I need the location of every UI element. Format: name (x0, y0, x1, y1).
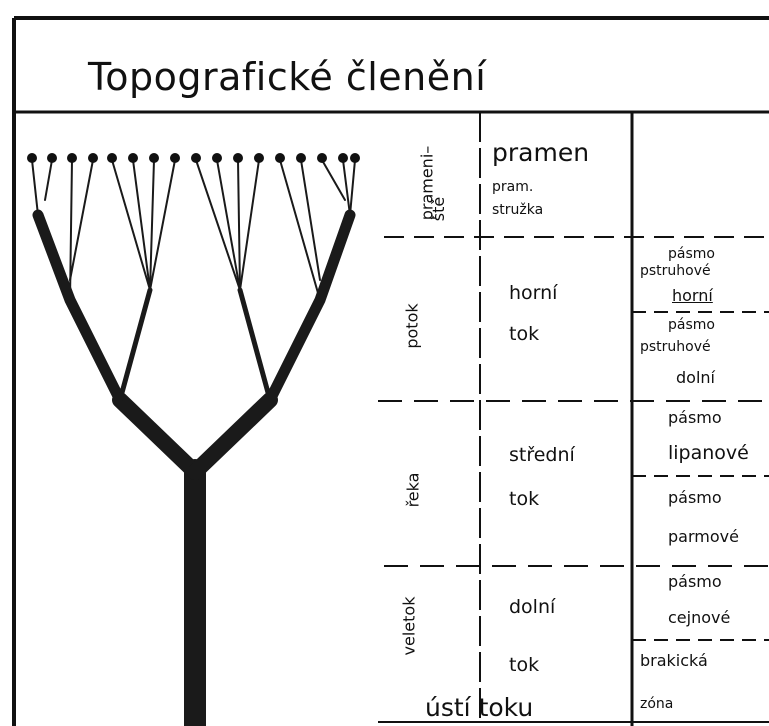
zone-pstruh-horni-1: pásmo (668, 247, 715, 261)
zone-pstruh-dolni-1: pásmo (668, 318, 715, 332)
river-tree (32, 160, 355, 726)
river-left-inner (120, 290, 150, 400)
zone-pstruh-horni-2: pstruhové (640, 264, 711, 278)
label-dolni: dolní (509, 598, 555, 617)
label-stredni: střední (509, 446, 575, 465)
zone-brakicka-2: zóna (640, 697, 673, 711)
zone-cejn-2: cejnové (668, 610, 730, 626)
zone-pstruh-dolni-2: pstruhové (640, 340, 711, 354)
label-stredni-tok: tok (509, 490, 539, 509)
label-pramen: pramen (492, 140, 589, 165)
river-branch-left (120, 400, 195, 472)
region-label-prameniste-b: ště (431, 197, 447, 221)
zone-lipan-1: pásmo (668, 410, 722, 426)
spring-dots (27, 153, 360, 163)
zone-pstruh-dolni-3: dolní (676, 370, 715, 386)
zone-lipan-2: lipanové (668, 444, 749, 463)
zone-cejn-1: pásmo (668, 574, 722, 590)
label-horni: horní (509, 284, 557, 303)
label-struzka: stružka (492, 203, 543, 217)
region-label-potok: potok (405, 303, 421, 348)
zone-brakicka-1: brakická (640, 653, 708, 669)
zone-parmove-2: parmové (668, 529, 739, 545)
label-usti-toku: ústí toku (425, 695, 533, 720)
region-label-veletok: veletok (401, 597, 417, 656)
label-dolni-tok: tok (509, 656, 539, 675)
river-left-outer (38, 215, 120, 400)
river-right-outer (270, 215, 350, 400)
label-horni-tok: tok (509, 325, 539, 344)
river-branch-right (195, 400, 270, 472)
zone-pstruh-horni-3: horní (672, 288, 713, 304)
label-pram: pram. (492, 180, 533, 194)
region-label-reka: řeka (405, 473, 421, 508)
river-right-inner (240, 290, 270, 400)
zone-parmove-1: pásmo (668, 490, 722, 506)
page-title: Topografické členění (88, 58, 486, 96)
river-tributaries (32, 160, 355, 300)
